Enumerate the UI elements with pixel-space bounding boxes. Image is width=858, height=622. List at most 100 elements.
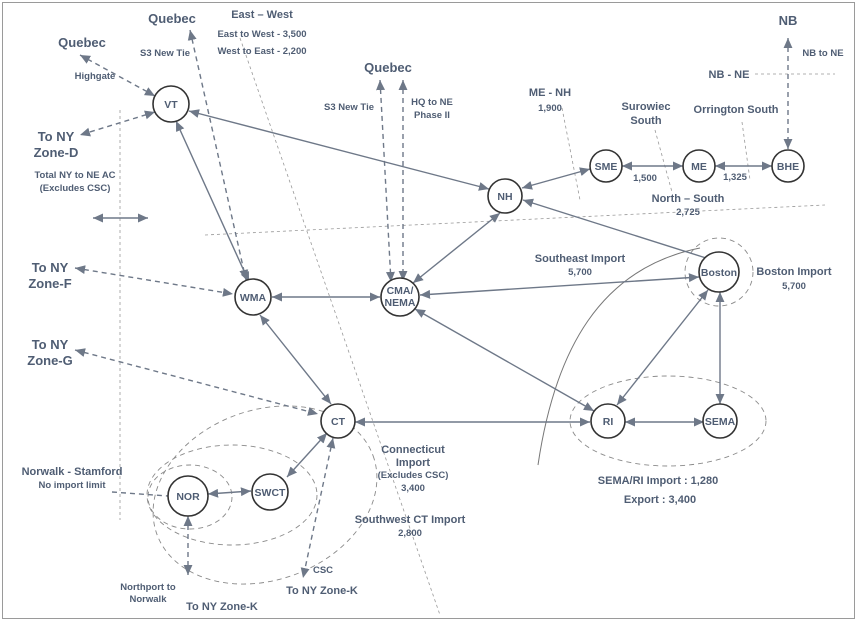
swct-import-label: Southwest CT Import xyxy=(355,514,466,526)
node-ri[interactable]: RI xyxy=(590,403,626,439)
to-ny-g-label-1: To NY xyxy=(32,337,69,352)
surowiec-boundary xyxy=(654,129,673,193)
surowiec-label-2: South xyxy=(630,115,661,127)
ny-zone-d-tie xyxy=(79,110,156,137)
norwalk-stamford-label: Norwalk - Stamford xyxy=(22,466,123,478)
boston-import-label: Boston Import xyxy=(756,266,831,278)
node-me[interactable]: ME xyxy=(682,149,716,183)
connections xyxy=(74,29,793,579)
me-nh-label: ME - NH xyxy=(529,87,571,99)
boston-zone xyxy=(684,237,754,307)
sme-me-value: 1,500 xyxy=(633,173,657,184)
s3-new-tie-label: S3 New Tie xyxy=(140,48,190,59)
interface-boundaries xyxy=(119,37,835,616)
ct-swct-link xyxy=(286,432,328,478)
ny-zone-f-tie xyxy=(74,265,234,297)
labels: Quebec Highgate Quebec S3 New Tie East –… xyxy=(22,9,844,613)
node-wma[interactable]: WMA xyxy=(234,278,272,316)
highgate-label: Highgate xyxy=(75,71,116,82)
hq-to-ne-label-2: Phase II xyxy=(414,110,450,121)
total-ny-label-1: Total NY to NE AC xyxy=(34,170,115,181)
me-bhe-value: 1,325 xyxy=(723,172,747,183)
nh-boston-link xyxy=(522,198,707,259)
node-swct[interactable]: SWCT xyxy=(251,473,289,511)
quebec-s3-label: Quebec xyxy=(148,11,196,26)
node-ct-label: CT xyxy=(331,416,346,428)
node-wma-label: WMA xyxy=(240,292,267,304)
node-vt[interactable]: VT xyxy=(152,85,190,123)
node-boston-label: Boston xyxy=(701,267,737,279)
swct-import-value: 2,800 xyxy=(398,528,422,539)
node-nh[interactable]: NH xyxy=(487,178,523,214)
me-nh-boundary xyxy=(561,107,581,201)
north-south-value: 2,725 xyxy=(676,207,700,218)
northport-label-1: Northport to xyxy=(120,582,176,593)
ct-zone xyxy=(152,405,378,585)
node-nor[interactable]: NOR xyxy=(167,475,209,517)
node-swct-label: SWCT xyxy=(255,487,286,499)
norwalk-stamford-pointer xyxy=(111,491,169,497)
quebec-phase2-label: Quebec xyxy=(364,60,412,75)
vt-nh-link xyxy=(188,109,490,191)
node-sema-label: SEMA xyxy=(705,416,736,428)
node-boston[interactable]: Boston xyxy=(698,251,740,293)
surowiec-label-1: Surowiec xyxy=(622,101,671,113)
nb-label: NB xyxy=(779,13,798,28)
ct-import-value: 3,400 xyxy=(401,483,425,494)
node-sme[interactable]: SME xyxy=(589,149,623,183)
s3-new-tie-wma xyxy=(187,29,249,281)
nh-cma-link xyxy=(412,212,501,284)
sema-ri-import-label: SEMA/RI Import : 1,280 xyxy=(598,475,718,487)
node-cma-nema[interactable]: CMA/NEMA xyxy=(380,277,420,317)
to-ny-d-label-2: Zone-D xyxy=(34,145,79,160)
hq-to-ne-label-1: HQ to NE xyxy=(411,97,453,108)
node-cma-label-2: NEMA xyxy=(385,297,416,309)
north-south-label: North – South xyxy=(652,193,725,205)
quebec-highgate-label: Quebec xyxy=(58,35,106,50)
export-label: Export : 3,400 xyxy=(624,494,696,506)
nor-swct-link xyxy=(207,487,252,498)
east-west-label: East – West xyxy=(231,9,293,21)
nh-sme-link xyxy=(521,167,591,190)
to-ny-g-label-2: Zone-G xyxy=(27,353,73,368)
node-sme-label: SME xyxy=(595,161,618,173)
cma-boston-link xyxy=(419,273,700,299)
ri-boston-link xyxy=(616,289,709,406)
s3-new-tie-cma xyxy=(376,79,395,283)
cma-ri-link xyxy=(414,308,595,412)
to-ny-k-label-1: To NY Zone-K xyxy=(186,601,258,613)
wma-ct-link xyxy=(259,314,332,405)
no-import-limit-label: No import limit xyxy=(38,480,106,491)
node-vt-label: VT xyxy=(164,99,178,111)
me-nh-value: 1,900 xyxy=(538,103,562,114)
total-ny-label-2: (Excludes CSC) xyxy=(40,183,111,194)
southeast-import-label: Southeast Import xyxy=(535,253,626,265)
northport-label-2: Norwalk xyxy=(130,594,168,605)
node-nh-label: NH xyxy=(497,191,512,203)
node-ri-label: RI xyxy=(603,416,614,428)
to-ny-d-label-1: To NY xyxy=(38,129,75,144)
csc-tie xyxy=(300,437,336,579)
ny-zone-g-tie xyxy=(74,348,319,416)
nb-to-ne-label: NB to NE xyxy=(802,48,843,59)
node-cma-label-1: CMA/ xyxy=(387,285,414,297)
sema-ri-zone xyxy=(569,375,767,467)
node-ct[interactable]: CT xyxy=(320,403,356,439)
east-to-west-label: East to West - 3,500 xyxy=(217,29,306,40)
node-bhe[interactable]: BHE xyxy=(771,149,805,183)
s3-new-tie-2-label: S3 New Tie xyxy=(324,102,374,113)
ct-import-label-3: (Excludes CSC) xyxy=(378,470,449,481)
node-nor-label: NOR xyxy=(176,491,200,503)
node-bhe-label: BHE xyxy=(777,161,799,173)
to-ny-k-label-2: To NY Zone-K xyxy=(286,585,358,597)
node-sema[interactable]: SEMA xyxy=(702,403,738,439)
to-ny-f-label-1: To NY xyxy=(32,260,69,275)
west-to-east-label: West to East - 2,200 xyxy=(217,46,306,57)
ct-import-label-2: Import xyxy=(396,457,431,469)
nb-ne-label: NB - NE xyxy=(709,69,750,81)
node-me-label: ME xyxy=(691,161,707,173)
nodes: VT NH SME ME BHE WMA CMA/NEMA Boston CT … xyxy=(152,85,805,517)
orrington-label: Orrington South xyxy=(694,104,779,116)
ct-import-label-1: Connecticut xyxy=(381,444,445,456)
